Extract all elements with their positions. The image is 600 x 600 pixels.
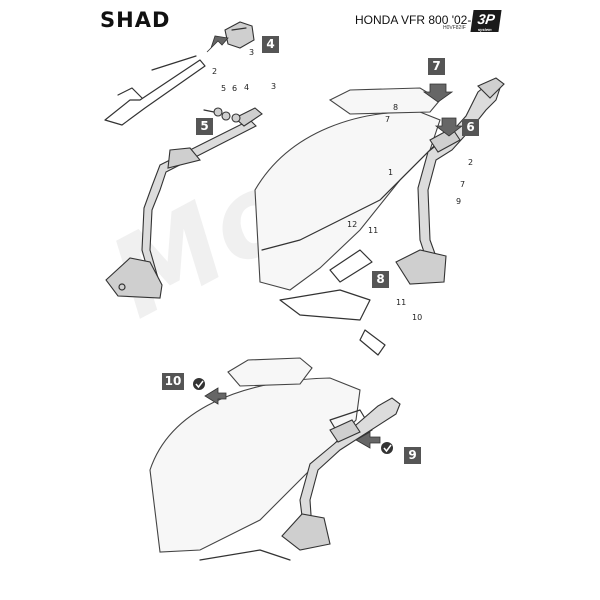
step-7-box: 7 <box>428 58 445 75</box>
step6-arrow <box>434 117 464 137</box>
step-5-box: 5 <box>196 118 213 135</box>
callout-3-cap-left: 3 <box>271 82 277 91</box>
step-9-box: 9 <box>404 447 421 464</box>
step7-arrow <box>422 83 454 103</box>
hardware-bolts <box>203 107 241 123</box>
motorcycle-tail-top <box>254 87 441 356</box>
checkmark-tick <box>383 444 392 453</box>
grab-rail-detail <box>104 55 206 126</box>
brand-logo: SHAD <box>100 8 171 32</box>
bottom-support-frame <box>281 397 401 551</box>
callout-7-lower: 7 <box>460 180 466 189</box>
model-title: HONDA VFR 800 '02-11 <box>355 13 484 27</box>
step-4-box: 4 <box>262 36 279 53</box>
callout-11-lower: 11 <box>396 298 407 307</box>
motorcycle-tail-assembled <box>149 357 373 561</box>
step-6-box: 6 <box>462 119 479 136</box>
callout-7-upper: 7 <box>385 115 391 124</box>
callout-4: 4 <box>244 83 250 92</box>
right-support-frame <box>395 77 505 285</box>
callout-3-cap: 3 <box>249 48 255 57</box>
callout-2-tube: 2 <box>212 67 218 76</box>
step-8-box: 8 <box>372 271 389 288</box>
callout-5: 5 <box>221 84 227 93</box>
insert-arrow <box>206 35 229 53</box>
step10-arrow <box>204 387 227 405</box>
checkmark-tick <box>195 380 204 389</box>
step9-arrow <box>355 431 381 449</box>
callout-11-upper: 11 <box>368 226 379 235</box>
callout-9: 9 <box>456 197 462 206</box>
callout-12: 12 <box>347 220 358 229</box>
step-10-box: 10 <box>162 373 184 390</box>
end-cap-part <box>224 21 255 49</box>
left-support-frame <box>105 107 263 299</box>
callout-1: 1 <box>388 168 394 177</box>
product-code: H0VF82IF <box>443 25 466 31</box>
checkmark-icon <box>381 442 393 454</box>
callout-2-right: 2 <box>468 158 474 167</box>
callout-10: 10 <box>412 313 423 322</box>
callout-6: 6 <box>232 84 238 93</box>
checkmark-icon <box>193 378 205 390</box>
callout-8: 8 <box>393 103 399 112</box>
